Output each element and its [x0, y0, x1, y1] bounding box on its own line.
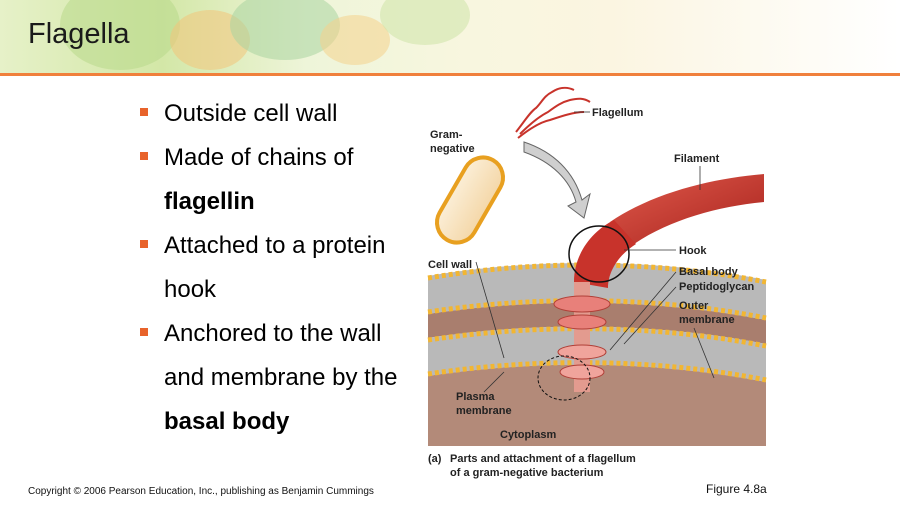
label-plasma-membrane-1: Plasma [456, 391, 495, 403]
membrane-bead-row [427, 298, 767, 321]
leader-line [475, 261, 505, 359]
bullet-item: Anchored to the wall and membrane by the… [140, 312, 420, 444]
caption-tag: (a) [428, 453, 442, 465]
label-outer-membrane-1: Outer [679, 300, 709, 312]
label-gram-negative-1: Gram- [430, 129, 463, 141]
bullet-text: Made of chains of [164, 144, 354, 171]
banner-decoration [320, 15, 390, 65]
hook [574, 220, 636, 288]
bullet-square-icon [140, 108, 148, 116]
bullet-text: Anchored to the wall [164, 320, 382, 347]
bullet-text: Outside cell wall [164, 100, 338, 127]
bullet-square-icon [140, 152, 148, 160]
label-basal-body: Basal body [679, 266, 739, 278]
leader-line [693, 327, 715, 379]
zoom-arrow-icon [523, 141, 591, 219]
bullet-item: Made of chains of flagellin [140, 136, 420, 224]
bullet-square-icon [140, 240, 148, 248]
small-flagellum [519, 97, 591, 135]
bullet-text: and membrane by the [164, 364, 398, 391]
leader-lines [475, 111, 715, 393]
basal-ring [557, 314, 607, 330]
flagellum-figure: Flagellum Gram- negative Filament Hook C… [424, 82, 774, 486]
bullet-bold-text: basal body [164, 408, 290, 435]
label-cytoplasm: Cytoplasm [500, 429, 556, 441]
leader-line [483, 371, 505, 393]
membrane-bead-row [427, 360, 767, 383]
hook-highlight-circle [568, 225, 630, 283]
bullet-bold-text: flagellin [164, 188, 255, 215]
bullet-item: Outside cell wall [140, 92, 420, 136]
leader-line [609, 271, 677, 351]
banner-decoration [380, 0, 470, 45]
basal-ring [559, 364, 605, 380]
bullet-text: Attached to a protein [164, 232, 386, 259]
caption-line-1: Parts and attachment of a flagellum [450, 453, 636, 465]
label-filament: Filament [674, 153, 720, 165]
basal-ring [553, 295, 611, 313]
label-outer-membrane-2: membrane [679, 314, 735, 326]
leader-line [623, 286, 677, 345]
bacterium-body [435, 155, 505, 245]
label-hook: Hook [679, 245, 707, 257]
label-flagellum: Flagellum [592, 107, 644, 119]
figure-number: Figure 4.8a [706, 482, 767, 496]
label-cell-wall: Cell wall [428, 259, 472, 271]
label-peptidoglycan: Peptidoglycan [679, 281, 754, 293]
label-gram-negative-2: negative [430, 143, 475, 155]
label-plasma-membrane-2: membrane [456, 405, 512, 417]
banner-decoration [60, 0, 180, 70]
cytoplasm-region [428, 364, 766, 446]
bullet-square-icon [140, 328, 148, 336]
small-flagellum [515, 86, 575, 133]
small-flagellum [517, 111, 585, 139]
membrane-bead-row [427, 262, 767, 285]
basal-body [537, 282, 611, 401]
bacterium-cell [435, 86, 591, 245]
caption-line-2: of a gram-negative bacterium [450, 467, 604, 479]
filament [610, 174, 764, 244]
basal-body-highlight [537, 355, 591, 401]
basal-ring [557, 344, 607, 360]
banner-divider [0, 73, 900, 76]
slide-title: Flagella [28, 18, 130, 50]
cell-envelope [427, 262, 767, 446]
flagellum-diagram: Flagellum Gram- negative Filament Hook C… [427, 86, 767, 479]
copyright-notice: Copyright © 2006 Pearson Education, Inc.… [28, 486, 374, 497]
bullet-text: hook [164, 276, 217, 303]
membrane-bead-row [427, 326, 767, 349]
title-banner [0, 0, 900, 74]
bullet-list: Outside cell wall Made of chains of flag… [140, 92, 420, 444]
bullet-item: Attached to a protein hook [140, 224, 420, 312]
